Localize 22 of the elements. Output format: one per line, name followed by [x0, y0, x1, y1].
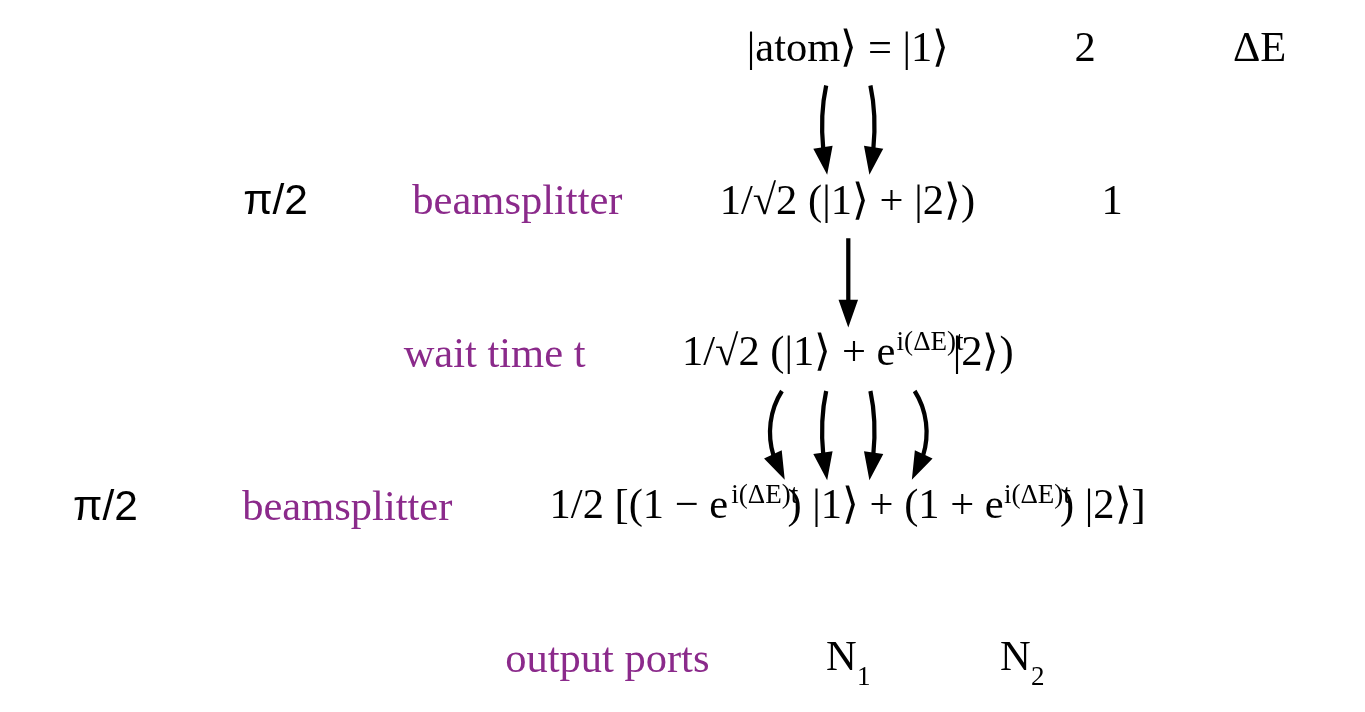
node-text: |atom⟩ = |1⟩ [746, 23, 949, 71]
arrow [838, 238, 858, 328]
label: N$_{2}$ [999, 632, 1045, 692]
arrow [863, 390, 883, 481]
label: beamsplitter [241, 481, 452, 529]
label: π/2 [72, 480, 138, 529]
label: 2 [1073, 23, 1096, 71]
node-text: 1/√2 (|1⟩ + e$^{i(ΔE)t}$|2⟩) [681, 325, 1014, 374]
label: N$_{1}$ [825, 632, 871, 692]
arrow [812, 85, 833, 175]
node-text: 1/2 [(1 − e$^{i(ΔE)t}$) |1⟩ + (1 + e$^{i(ΔE)t}$) |2⟩] [549, 478, 1146, 527]
label: wait time t [403, 328, 585, 376]
arrow [763, 389, 785, 480]
label: beamsplitter [411, 176, 622, 224]
label: π/2 [242, 175, 308, 224]
label: output ports [504, 634, 709, 682]
arrow [911, 389, 933, 480]
arrow [812, 390, 833, 481]
label: 1 [1101, 176, 1123, 224]
arrow [863, 85, 883, 175]
label: ΔE [1232, 23, 1286, 71]
node-text: 1/√2 (|1⟩ + |2⟩) [719, 176, 975, 224]
